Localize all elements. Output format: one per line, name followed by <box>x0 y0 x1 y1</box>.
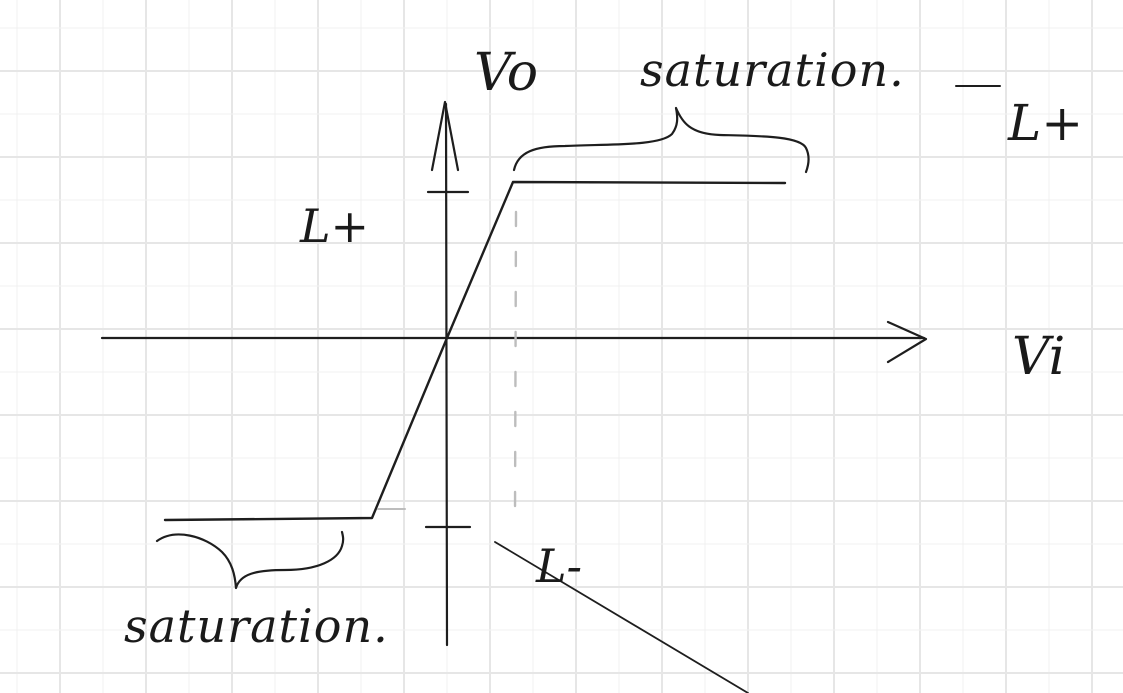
x-axis-label: Vi <box>1012 327 1065 387</box>
lower-level-label: L- <box>535 539 582 593</box>
transfer-curve <box>163 180 787 522</box>
upper-level-label-left: L+ <box>299 199 369 253</box>
y-axis <box>444 102 449 647</box>
y-axis-label: Vo <box>474 43 538 103</box>
upper-saturation-brace <box>512 106 810 174</box>
x-axis-arrowhead <box>886 320 928 364</box>
upper-knee-dashed-guide <box>513 210 518 517</box>
lower-saturation-brace <box>155 530 345 590</box>
lower-saturation-label: saturation. <box>124 599 389 653</box>
lower-level-leader-line <box>494 541 749 693</box>
upper-saturation-label: saturation. <box>640 43 905 97</box>
y-axis-arrowhead <box>430 100 460 172</box>
upper-level-label-right: L+ <box>1007 94 1083 152</box>
